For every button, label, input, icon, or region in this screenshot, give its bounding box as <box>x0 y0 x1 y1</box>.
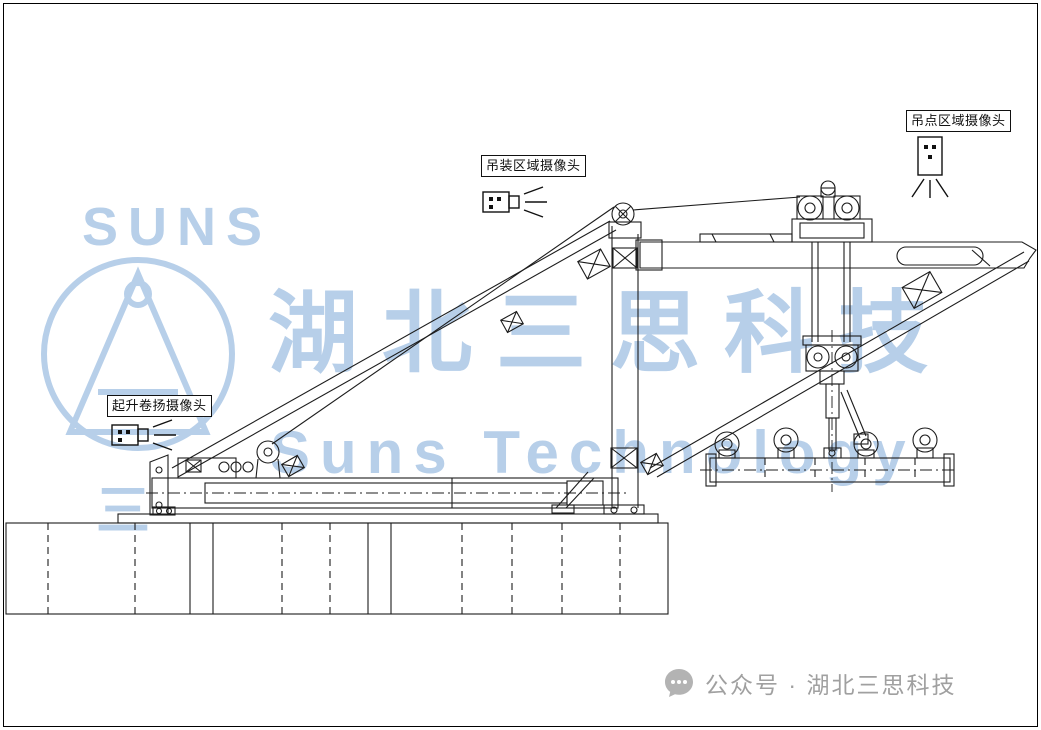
hoist-falls <box>811 242 851 492</box>
lift-point-camera-down-icon <box>911 136 949 198</box>
hoist-rope <box>271 196 801 445</box>
foundation-blocks <box>5 513 669 615</box>
watermark-brand-short: SUNS <box>82 197 273 257</box>
watermark-brand-en: Suns Technology <box>270 419 916 486</box>
callout-hoist-winch-camera: 起升卷扬摄像头 <box>107 395 212 417</box>
backstay-diagonal <box>639 251 1030 478</box>
winch-assembly <box>177 440 306 479</box>
official-account-text: 公众号 · 湖北三思科技 <box>705 672 957 698</box>
mast <box>603 202 645 515</box>
boom-diagonal <box>171 220 617 478</box>
official-account-badge: 公众号 · 湖北三思科技 <box>662 666 956 700</box>
watermark-partial-char: 三 <box>96 481 150 541</box>
hoisting-area-camera-icon <box>482 186 547 218</box>
chat-bubble-icon <box>665 669 693 697</box>
hydraulic-cylinder <box>823 383 869 459</box>
trolley <box>791 180 873 243</box>
hook-block <box>802 335 862 385</box>
boom-support-strut <box>551 471 595 514</box>
spreader-beam <box>700 427 958 487</box>
telescopic-boom <box>146 454 626 516</box>
callout-lift-point-camera: 吊点区域摄像头 <box>906 110 1011 132</box>
callout-hoisting-area-camera: 吊装区域摄像头 <box>481 155 586 177</box>
top-beam <box>635 233 1037 271</box>
hoist-winch-camera-icon <box>111 419 176 451</box>
